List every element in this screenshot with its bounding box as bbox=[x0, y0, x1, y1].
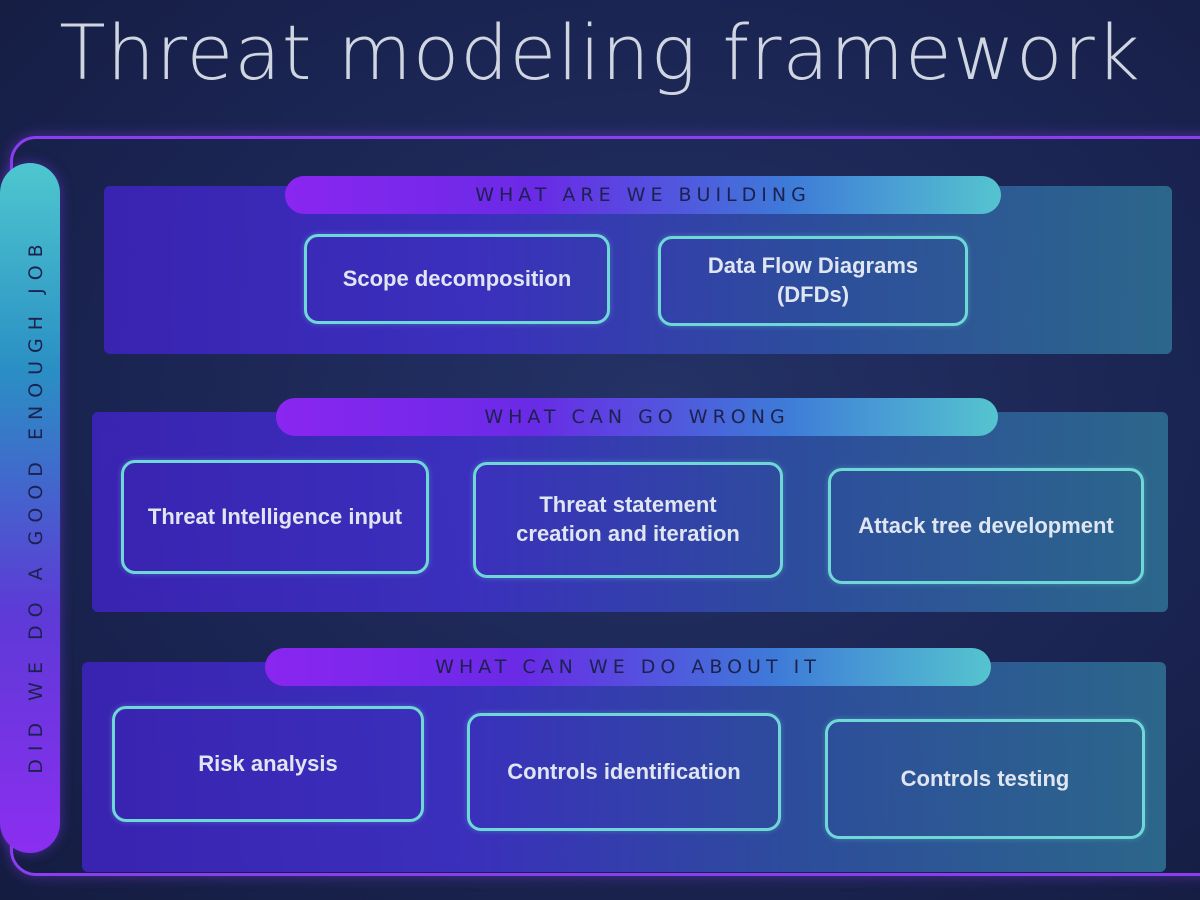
section-wrong-panel bbox=[92, 412, 1168, 612]
section-about-heading: WHAT CAN WE DO ABOUT IT bbox=[265, 648, 991, 686]
step-data-flow-diagrams: Data Flow Diagrams (DFDs) bbox=[658, 236, 968, 326]
step-controls-testing: Controls testing bbox=[825, 719, 1145, 839]
section-building-panel bbox=[104, 186, 1172, 354]
step-threat-intelligence: Threat Intelligence input bbox=[121, 460, 429, 574]
section-wrong-heading: WHAT CAN GO WRONG bbox=[276, 398, 998, 436]
step-risk-analysis: Risk analysis bbox=[112, 706, 424, 822]
side-feedback-bar bbox=[0, 163, 60, 853]
page-title: Threat modeling framework bbox=[59, 8, 1141, 97]
step-attack-tree: Attack tree development bbox=[828, 468, 1144, 584]
step-scope-decomposition: Scope decomposition bbox=[304, 234, 610, 324]
step-threat-statement: Threat statement creation and iteration bbox=[473, 462, 783, 578]
side-feedback-label: DID WE DO A GOOD ENOUGH JOB bbox=[25, 236, 47, 774]
step-controls-identification: Controls identification bbox=[467, 713, 781, 831]
section-building-heading: WHAT ARE WE BUILDING bbox=[285, 176, 1001, 214]
